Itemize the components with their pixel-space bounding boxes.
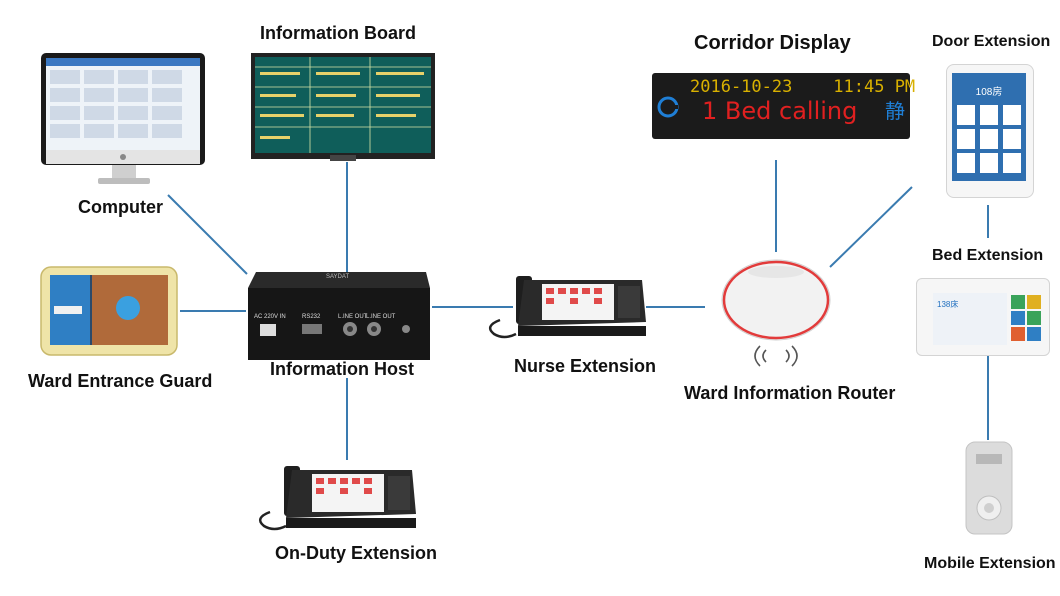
- ward-information-router-label: Ward Information Router: [684, 383, 896, 403]
- on-duty-extension-illustration: [258, 466, 416, 531]
- corridor-display-message: 1 Bed calling: [702, 97, 858, 125]
- door-extension-tiles: [957, 105, 1021, 173]
- host-brand: SAYDAT: [326, 274, 350, 280]
- bed-extension-tiles: [1011, 295, 1041, 341]
- ward-entrance-guard-label: Ward Entrance Guard: [28, 371, 213, 391]
- information-host-illustration: [248, 272, 430, 360]
- corridor-display-quiet-glyph: 静: [885, 99, 905, 123]
- host-ac-label: AC 220V IN: [254, 314, 286, 320]
- bed-extension-label: Bed Extension: [932, 247, 1044, 264]
- mobile-extension-label: Mobile Extension: [924, 555, 1056, 572]
- computer-label: Computer: [78, 197, 163, 217]
- link-router-door: [829, 186, 913, 268]
- corridor-display-label: Corridor Display: [694, 32, 851, 54]
- information-host-label: Information Host: [270, 359, 414, 379]
- nurse-extension-illustration: [488, 276, 646, 339]
- link-computer-host: [167, 194, 248, 275]
- bed-extension-screen: [933, 293, 1007, 345]
- ward-information-router-illustration: [721, 259, 831, 367]
- door-extension-label: Door Extension: [932, 33, 1051, 50]
- computer-illustration: [41, 53, 205, 184]
- host-rs232-label: RS232: [302, 314, 321, 320]
- nurse-extension-label: Nurse Extension: [514, 356, 657, 376]
- corridor-display-datetime: 2016-10-23 11:45 PM: [690, 77, 916, 97]
- door-extension-device: 108房: [946, 64, 1034, 198]
- corridor-display-device: 2016-10-23 11:45 PM 1 Bed calling 静: [652, 73, 915, 139]
- brand-logo-icon: [657, 96, 679, 118]
- ward-entrance-guard-illustration: [40, 266, 178, 356]
- host-line-out-1: L.INE OUT: [338, 314, 368, 320]
- on-duty-extension-label: On-Duty Extension: [275, 543, 438, 563]
- information-host-device: SAYDAT AC 220V IN RS232 L.INE OUT L.INE …: [246, 270, 432, 362]
- mobile-extension-illustration: [965, 441, 1013, 535]
- bed-extension-room: 138床: [937, 300, 959, 309]
- information-board-illustration: [251, 53, 435, 161]
- bed-extension-device: 138床: [916, 278, 1050, 356]
- host-line-out-2: L.INE OUT: [366, 314, 396, 320]
- door-extension-room: 108房: [975, 87, 1003, 98]
- information-board-label: Information Board: [260, 23, 416, 43]
